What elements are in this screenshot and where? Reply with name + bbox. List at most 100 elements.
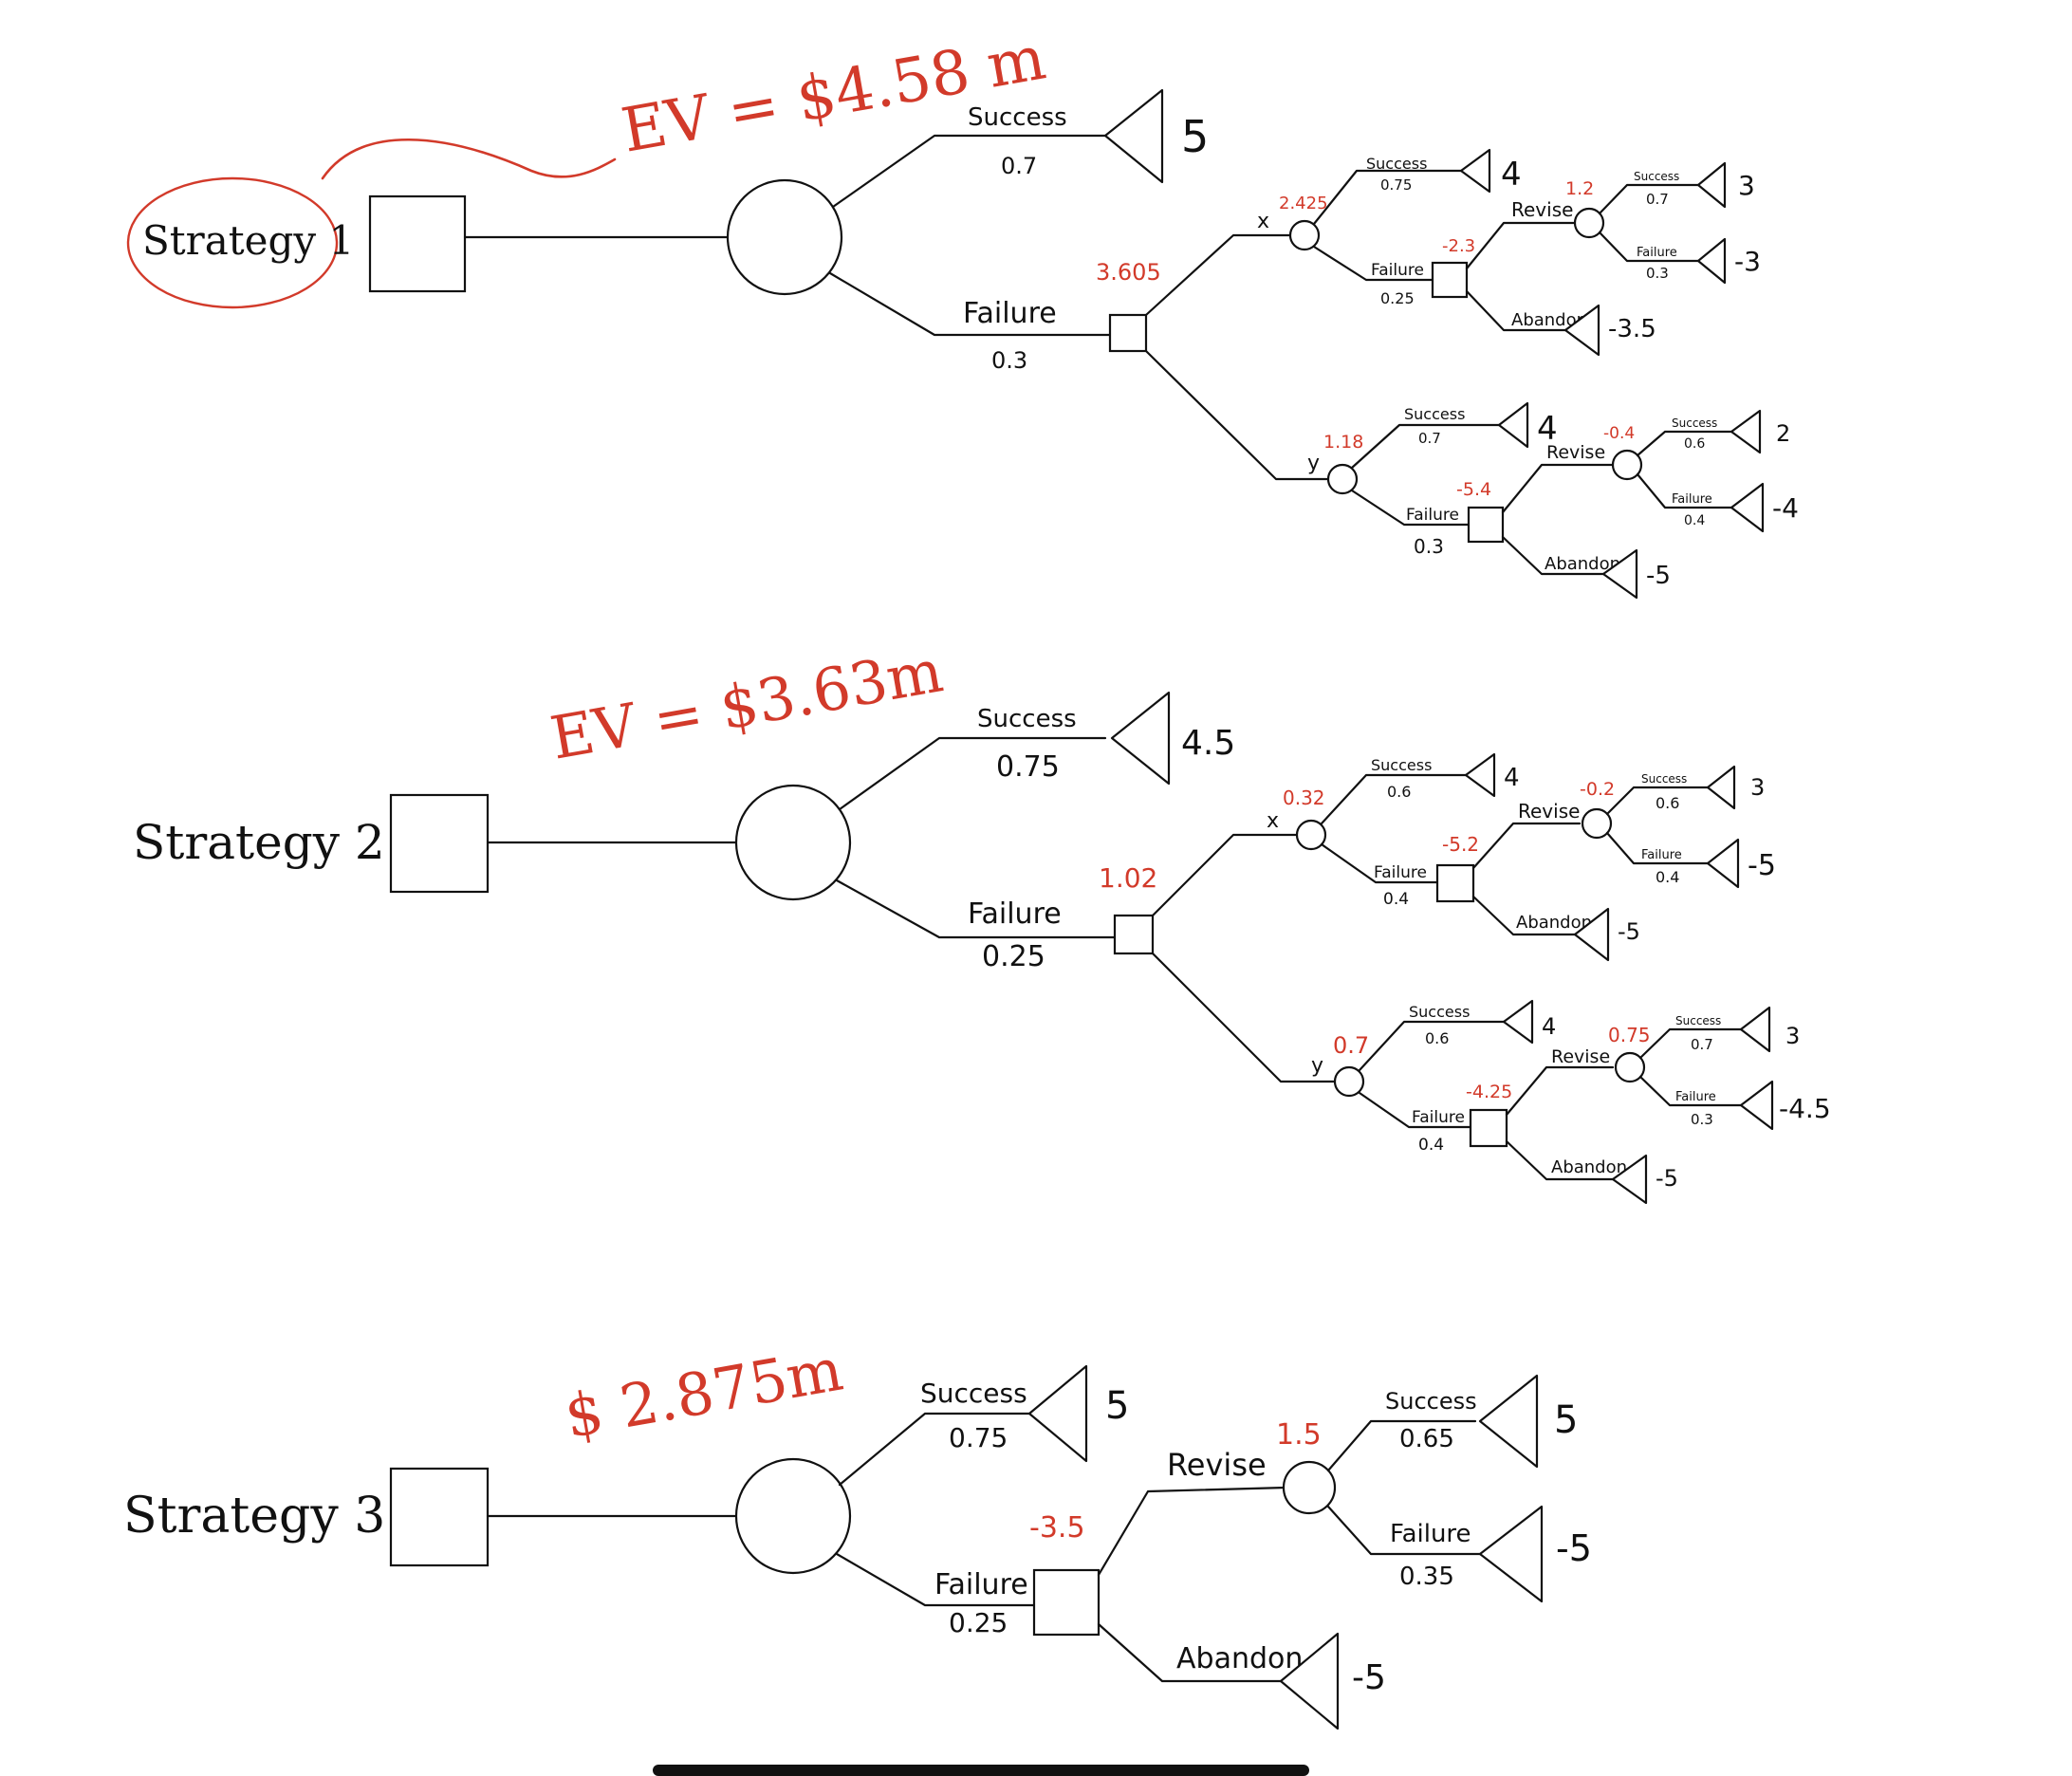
- s1-x-revise-label: Revise: [1511, 198, 1573, 221]
- strategy-3-ev: $ 2.875m: [560, 1335, 848, 1452]
- strategy-1-decision-node: [368, 194, 467, 293]
- strategy-3-chance-node: [734, 1457, 852, 1575]
- s2-y-revise-failure-prob: 0.3: [1691, 1111, 1713, 1128]
- s2-x-revise-failure-label: Failure: [1641, 848, 1682, 862]
- s3-success-prob: 0.75: [949, 1422, 1008, 1453]
- s2-x-failure-prob: 0.4: [1383, 890, 1409, 909]
- s1-x-revise-success-label: Success: [1634, 170, 1679, 183]
- s2-x-abandon-payoff: -5: [1618, 918, 1640, 945]
- strategy-3-label: Strategy 3: [123, 1488, 385, 1545]
- s1-x-failure-label: Failure: [1371, 261, 1424, 280]
- s1-x-abandon-payoff: -3.5: [1608, 315, 1656, 343]
- strategy-2-label: Strategy 2: [133, 815, 385, 870]
- s3-revise-failure-prob: 0.35: [1399, 1563, 1454, 1591]
- s3-decision-node-revise: [1032, 1568, 1101, 1637]
- s2-x-label: x: [1267, 809, 1279, 833]
- s2-y-revise-success-payoff: 3: [1785, 1023, 1800, 1049]
- s2-success-label: Success: [977, 705, 1077, 733]
- s2-y-revise-failure-payoff: -4.5: [1779, 1093, 1831, 1124]
- s3-failure-value: -3.5: [1029, 1511, 1085, 1545]
- s1-failure-value: 3.605: [1096, 259, 1161, 286]
- s2-x-failure-label: Failure: [1374, 863, 1427, 882]
- s2-x-revise-success-prob: 0.6: [1656, 794, 1679, 812]
- s1-x-revise-failure-payoff: -3: [1734, 246, 1761, 277]
- s1-x-label: x: [1257, 210, 1269, 233]
- s1-x-success-label: Success: [1366, 155, 1427, 173]
- strategy-2-chance-node: [734, 784, 852, 901]
- s1-y-revise-failure-label: Failure: [1672, 492, 1712, 507]
- s2-y-success-prob: 0.6: [1425, 1029, 1449, 1047]
- s2-y-revise-value: 0.75: [1608, 1024, 1651, 1046]
- s1-failure-prob: 0.3: [991, 347, 1027, 374]
- s2-x-revise-failure-prob: 0.4: [1656, 868, 1679, 886]
- s2-success-prob: 0.75: [996, 750, 1060, 784]
- strategy-1-ev: EV = $4.58 m: [617, 23, 1050, 166]
- s1-x-revise-success-payoff: 3: [1738, 170, 1755, 201]
- s3-failure-label: Failure: [934, 1568, 1028, 1601]
- s1-decision-node-xy: [1108, 313, 1148, 353]
- s1-success-payoff-node: [1103, 88, 1164, 184]
- s1-y-success-payoff: 4: [1537, 410, 1558, 448]
- s1-x-value: 2.425: [1279, 194, 1328, 213]
- s1-y-value: 1.18: [1323, 432, 1363, 453]
- s2-y-failure-prob: 0.4: [1418, 1136, 1444, 1155]
- s2-y-success-label: Success: [1409, 1003, 1470, 1021]
- s1-x-revise-failure-label: Failure: [1637, 246, 1677, 260]
- s1-success-payoff: 5: [1181, 111, 1209, 162]
- s2-y-value: 0.7: [1333, 1032, 1369, 1059]
- s2-x-revise-value: -0.2: [1580, 779, 1615, 800]
- s2-failure-prob: 0.25: [982, 940, 1045, 973]
- s3-success-payoff: 5: [1105, 1384, 1129, 1428]
- s1-y-failure-prob: 0.3: [1414, 535, 1444, 558]
- strategy-3-tree: Strategy 3 $ 2.875m Success 0.75 5 Failu…: [123, 1335, 1592, 1730]
- s1-x-abandon-label: Abandon: [1511, 310, 1587, 330]
- s1-x-revise-success-prob: 0.7: [1646, 191, 1669, 208]
- s1-failure-label: Failure: [963, 297, 1057, 330]
- s1-y-revise-label: Revise: [1546, 442, 1605, 463]
- s2-x-value: 0.32: [1283, 786, 1325, 809]
- s3-revise-success-payoff: 5: [1554, 1398, 1578, 1442]
- s2-y-label: y: [1311, 1054, 1323, 1078]
- s2-x-success-payoff: 4: [1504, 764, 1520, 792]
- s2-y-revise-failure-label: Failure: [1675, 1090, 1716, 1104]
- s3-revise-success-label: Success: [1385, 1388, 1477, 1415]
- strategy-3-decision-node: [389, 1467, 490, 1567]
- s1-y-success-prob: 0.7: [1418, 430, 1441, 447]
- s2-y-revise-success-label: Success: [1675, 1014, 1721, 1027]
- s2-success-payoff: 4.5: [1181, 724, 1235, 763]
- s1-x-failure-prob: 0.25: [1380, 289, 1415, 307]
- home-indicator-bar[interactable]: [653, 1765, 1309, 1776]
- s3-revise-value: 1.5: [1276, 1418, 1322, 1452]
- s3-revise-success-prob: 0.65: [1399, 1425, 1454, 1453]
- s1-y-revise-success-label: Success: [1672, 416, 1717, 430]
- s2-y-abandon-payoff: -5: [1656, 1165, 1678, 1192]
- s2-failure-value: 1.02: [1099, 862, 1157, 894]
- s3-abandon-label: Abandon: [1176, 1642, 1303, 1675]
- strategy-1-tree: Strategy 1 EV = $4.58 m Success 0.7 5 Fa…: [126, 23, 1799, 600]
- s3-failure-prob: 0.25: [949, 1607, 1008, 1638]
- s1-x-revise-value: 1.2: [1565, 178, 1594, 199]
- s2-x-success-prob: 0.6: [1387, 783, 1411, 801]
- strategy-1-label: Strategy 1: [142, 217, 354, 264]
- ev-arrow: [321, 139, 617, 180]
- strategy-2-tree: Strategy 2 EV = $3.63m Success 0.75 4.5 …: [133, 636, 1831, 1205]
- s1-x-revise-failure-prob: 0.3: [1646, 265, 1669, 282]
- s1-x-failure-value: -2.3: [1442, 236, 1475, 256]
- s2-x-revise-label: Revise: [1518, 800, 1580, 823]
- strategy-1-chance-node: [726, 178, 843, 296]
- s1-x-success-prob: 0.75: [1380, 176, 1412, 194]
- s2-x-revise-failure-payoff: -5: [1748, 849, 1776, 882]
- s3-revise-failure-label: Failure: [1390, 1520, 1471, 1548]
- s1-y-revise-failure-payoff: -4: [1772, 492, 1799, 524]
- s3-revise-label: Revise: [1167, 1447, 1267, 1483]
- s2-failure-label: Failure: [968, 897, 1062, 931]
- s1-y-failure-value: -5.4: [1456, 479, 1491, 500]
- s1-y-abandon-payoff: -5: [1646, 562, 1671, 590]
- s1-y-label: y: [1307, 452, 1320, 475]
- s1-y-revise-failure-prob: 0.4: [1684, 513, 1705, 528]
- s2-x-revise-success-label: Success: [1641, 772, 1687, 786]
- s2-y-failure-label: Failure: [1412, 1108, 1465, 1127]
- strategy-2-ev: EV = $3.63m: [546, 636, 948, 772]
- s1-y-abandon-label: Abandon: [1545, 554, 1620, 574]
